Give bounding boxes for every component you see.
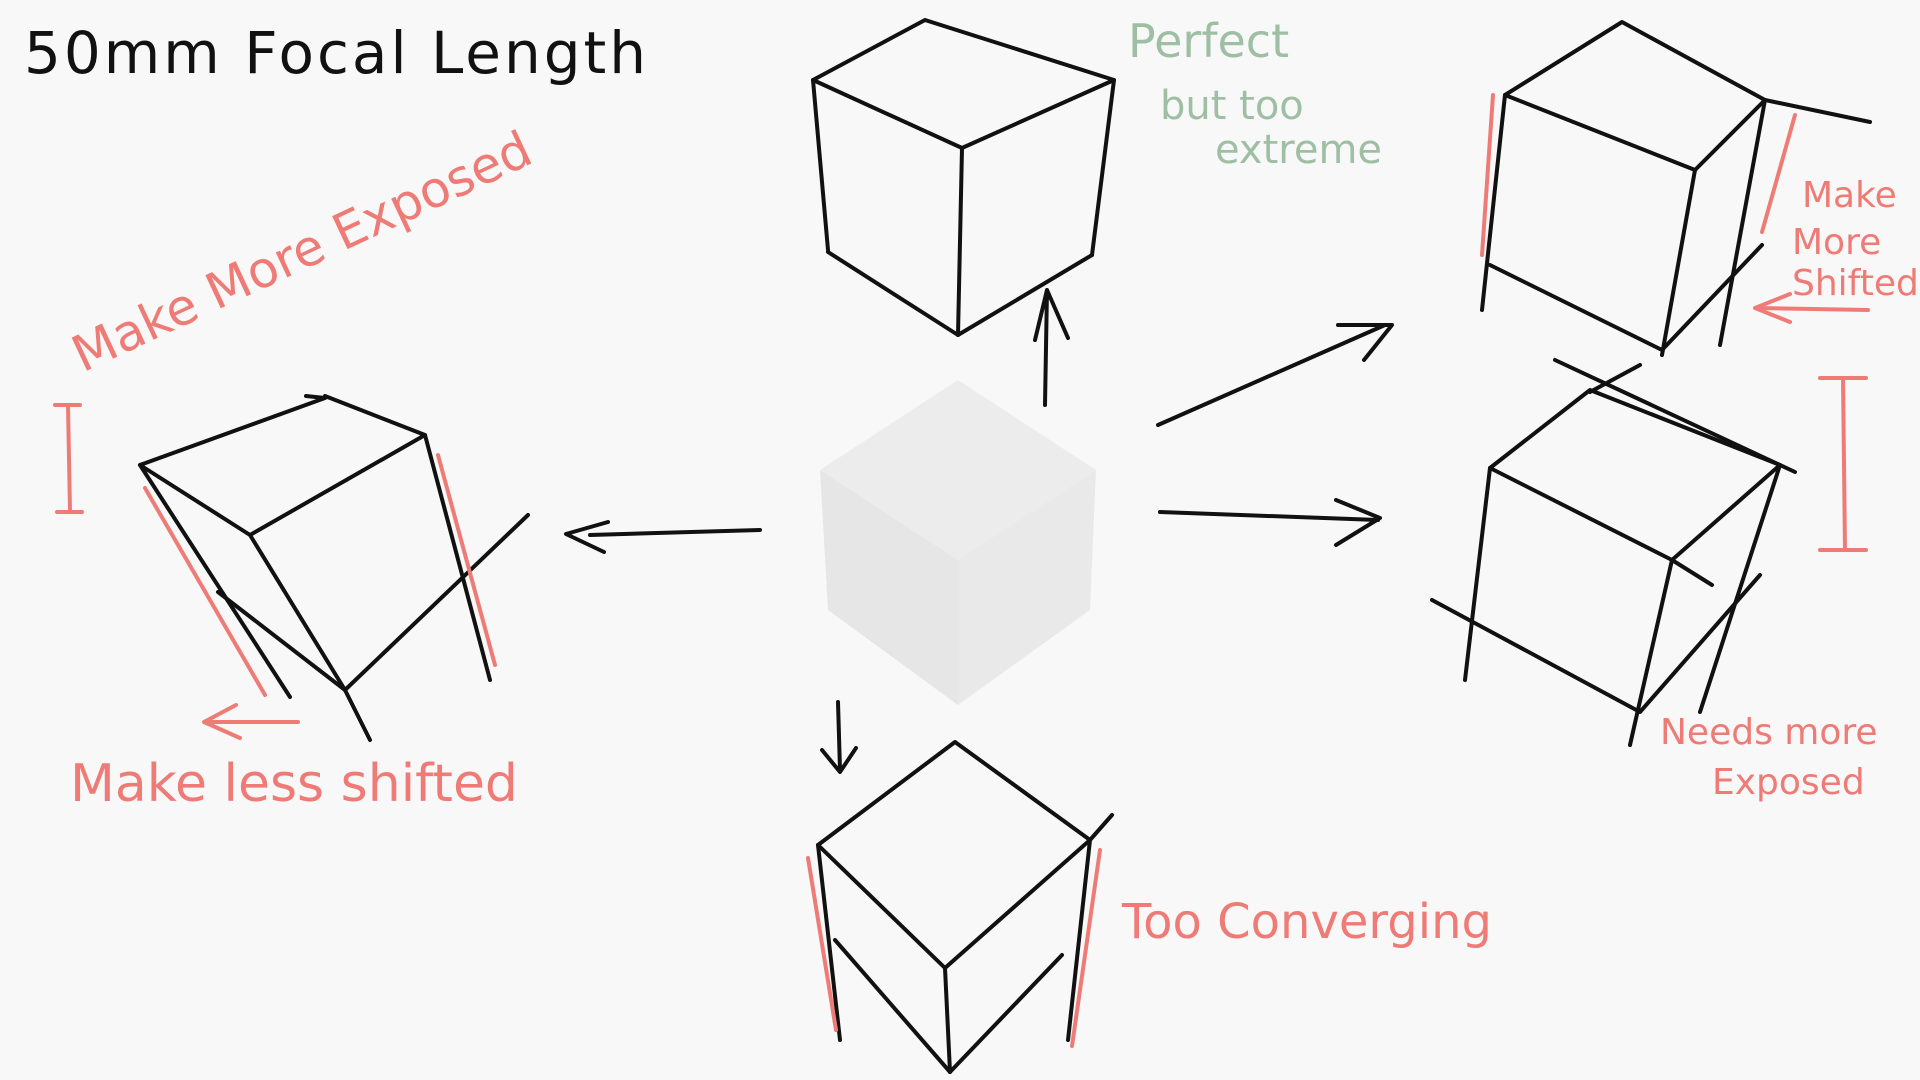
top-cube-top-face: [811, 18, 1116, 150]
top-cube-note-line1: Perfect: [1128, 14, 1290, 68]
bottom-cube-note: Too Converging: [1122, 894, 1492, 950]
top-right-cube-note-line2: More: [1792, 222, 1882, 263]
top-cube: [811, 18, 1116, 337]
top-cube-bottom-edges: [826, 250, 1094, 337]
reference-cube-left-face: [820, 470, 958, 705]
left-cube-front-edge: [248, 533, 372, 742]
right-cube-back-tick: [1588, 363, 1642, 394]
bottom-cube: [806, 740, 1114, 1074]
right-cube-exposure-bracket: [1818, 376, 1868, 552]
arrow-down: [820, 700, 858, 774]
top-right-cube-right-edge: [1718, 98, 1767, 347]
top-cube-note-line3: extreme: [1215, 127, 1383, 173]
right-cube-top-face: [1488, 388, 1782, 562]
left-cube: [53, 394, 530, 742]
bottom-cube-bottom-edges: [833, 938, 1064, 1074]
top-right-cube-bottom-edges: [1488, 243, 1764, 352]
left-cube-right-edge: [423, 433, 492, 682]
right-cube-left-edge: [1463, 466, 1492, 682]
arrow-right: [1158, 498, 1382, 547]
arrows: [564, 288, 1394, 774]
right-cube-bottom-edges: [1430, 573, 1762, 714]
arrow-left: [564, 520, 762, 554]
top-right-cube-note-line3: Shifted: [1792, 263, 1919, 304]
top-cube-right-edge: [1090, 78, 1116, 257]
arrow-up: [1033, 288, 1070, 407]
top-right-cube: [1480, 20, 1872, 357]
bottom-cube-vanishing-tick: [1088, 813, 1114, 842]
left-cube-left-edge: [138, 463, 292, 699]
left-cube-bottom-right-edge: [343, 513, 530, 692]
top-right-cube-correction-line-left: [1480, 93, 1495, 257]
right-cube-right-edge: [1698, 463, 1782, 714]
bottom-cube-left-edge: [816, 843, 842, 1042]
top-right-cube-top-face: [1503, 20, 1767, 172]
left-cube-correction-line-right: [436, 453, 497, 667]
top-right-cube-front-edge: [1660, 168, 1697, 357]
arrow-up-right: [1156, 323, 1394, 427]
top-right-cube-shift-arrow: [1753, 292, 1870, 324]
left-cube-bottom-left-edge: [216, 590, 347, 692]
left-cube-top-face: [138, 394, 427, 537]
reference-cube-right-face: [958, 470, 1096, 705]
bottom-cube-correction-line-right: [1070, 848, 1102, 1048]
top-right-cube-vanishing-line: [1763, 98, 1872, 124]
bottom-cube-correction-line-left: [806, 856, 838, 1032]
right-cube-front-edge: [1628, 558, 1674, 747]
left-cube-shift-note: Make less shifted: [70, 754, 518, 814]
right-cube-top-vanishing-line: [1553, 358, 1797, 474]
top-right-cube-correction-line-right: [1760, 113, 1797, 234]
bottom-cube-top-face: [816, 740, 1092, 970]
right-cube-front-tick: [1670, 558, 1714, 587]
bottom-cube-right-edge: [1066, 838, 1092, 1042]
page-title: 50mm Focal Length: [24, 19, 650, 87]
left-cube-correction-line-left: [143, 486, 267, 697]
top-cube-left-edge: [811, 78, 830, 252]
top-right-cube-left-edge: [1480, 93, 1507, 312]
reference-cube: [820, 380, 1096, 705]
top-cube-front-edge: [956, 146, 964, 337]
bottom-cube-front-edge: [943, 966, 952, 1074]
right-cube-note-line1: Needs more: [1660, 712, 1878, 753]
top-cube-note-line2: but too: [1160, 83, 1304, 129]
top-right-cube-note-line1: Make: [1802, 175, 1897, 216]
left-cube-shift-arrow: [202, 703, 300, 740]
right-cube-note-line2: Exposed: [1712, 762, 1865, 803]
right-cube: [1430, 358, 1868, 747]
left-cube-exposure-bracket: [53, 403, 84, 514]
